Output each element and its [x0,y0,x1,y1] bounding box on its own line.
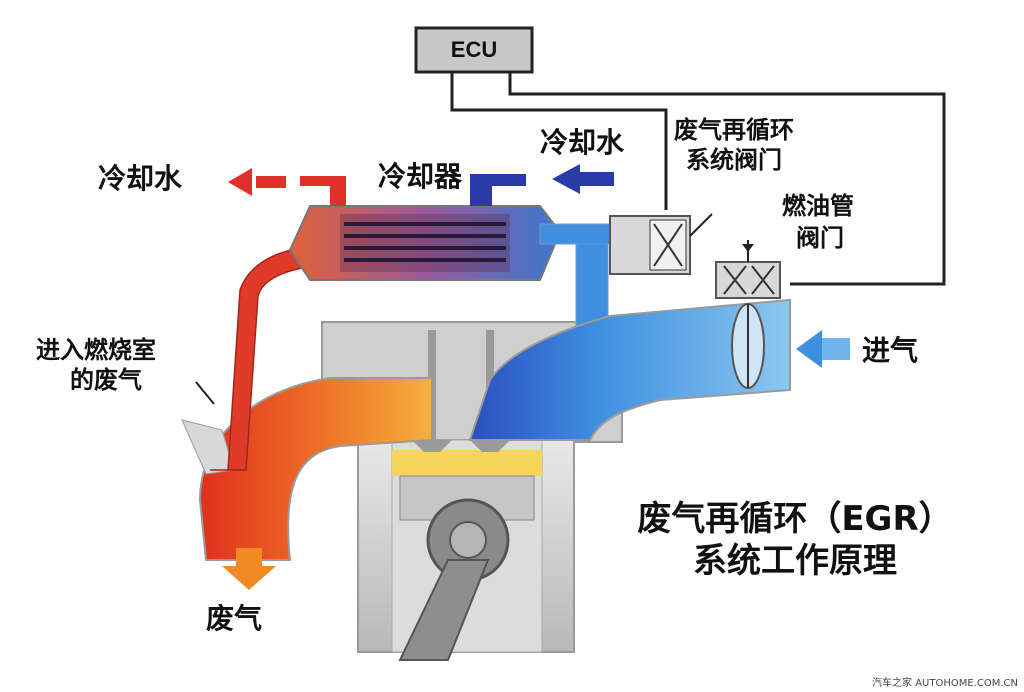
coolant-pipes [228,168,526,206]
exhaust-out-label: 废气 [206,602,263,635]
egr-cooler [288,205,562,281]
fuel-valve-label-line1: 燃油管 [782,192,854,220]
intake-manifold [468,298,791,441]
fuel-pipe-valve [715,240,781,299]
egr-valve [609,213,713,275]
exhaust-in-leader [195,381,215,405]
coolant-out-label: 冷却水 [98,162,183,195]
intake-label: 进气 [862,334,919,367]
exhaust-manifold [181,377,433,561]
coolant-in-arrow [552,164,614,194]
diagram-title-line2: 系统工作原理 [693,541,897,581]
exhaust-in-label-line2: 的废气 [70,366,142,394]
coolant-in-label: 冷却水 [540,126,625,159]
ecu-unit [414,26,946,286]
ecu-label: ECU [450,37,498,62]
engine-block [321,321,623,661]
egr-valve-label-line1: 废气再循环 [674,116,794,144]
exhaust-out-arrow [222,548,276,590]
egr-valve-label-line2: 系统阀门 [686,146,782,174]
intake-arrow [796,330,850,368]
diagram-title-line1: 废气再循环（EGR） [637,499,953,539]
fuel-valve-label-line2: 阀门 [796,224,844,252]
watermark: 汽车之家 AUTOHOME.COM.CN [872,678,1018,689]
cooler-label: 冷却器 [378,160,463,193]
exhaust-in-label-line1: 进入燃烧室 [36,336,156,364]
